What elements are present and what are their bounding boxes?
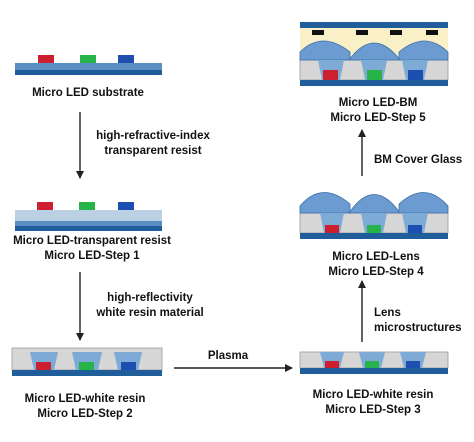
substrate-base-layer [15,226,162,231]
green-led-chip [365,361,379,368]
substrate-base-layer [300,80,448,86]
blue-led-chip [121,362,136,370]
green-led-chip [79,202,95,210]
black-matrix [356,30,368,35]
step2-title: Micro LED-white resin [24,393,146,405]
lens-dome [398,40,449,61]
blue-led-chip [118,55,134,63]
red-led-chip [325,361,339,368]
red-led-chip [38,55,54,63]
red-led-chip [36,362,51,370]
step5-subtitle: Micro LED-Step 5 [330,112,426,124]
step2-subtitle: Micro LED-Step 2 [37,408,133,420]
green-led-chip [80,55,96,63]
substrate-base-layer [15,70,162,75]
arrow1-label-line1: high-refractive-index [96,130,210,142]
black-matrix [312,30,324,35]
arrow2-label-line2: white resin material [96,307,204,319]
step5-title: Micro LED-BM [338,97,418,109]
substrate-base-layer [300,368,448,374]
black-matrix [390,30,402,35]
step3-structure [299,351,449,374]
step4-structure [299,192,449,239]
blue-led-chip [406,361,420,368]
blue-led-chip [408,225,422,233]
blue-led-chip [408,70,423,80]
green-led-chip [367,225,381,233]
lens-dome [348,194,401,214]
resist-layer [15,210,162,222]
step4-title: Micro LED-Lens [332,251,420,263]
substrate-top-layer [15,63,162,71]
step2-structure [11,347,163,376]
step1-subtitle: Micro LED-Step 1 [44,250,140,262]
red-led-chip [37,202,53,210]
red-led-chip [323,70,338,80]
glass-top-edge [300,22,448,28]
lens-dome [299,40,351,61]
green-led-chip [79,362,94,370]
arrow5-label: BM Cover Glass [374,154,463,166]
lens-dome [398,192,449,214]
substrate-base-layer [12,370,162,376]
substrate-structure [15,55,162,75]
arrow4-label-line2: microstructures [374,322,462,334]
step4-subtitle: Micro LED-Step 4 [328,266,424,278]
step3-title: Micro LED-white resin [312,389,434,401]
substrate-label: Micro LED substrate [32,87,144,99]
step1-title: Micro LED-transparent resist [13,235,171,247]
step5-structure [299,22,449,86]
arrow2-label-line1: high-reflectivity [107,292,193,304]
step3-subtitle: Micro LED-Step 3 [325,404,421,416]
arrow4-label-line1: Lens [374,307,401,319]
blue-led-chip [118,202,134,210]
substrate-top-layer [15,221,162,227]
black-matrix [426,30,438,35]
green-led-chip [367,70,382,80]
arrow1-label-line2: transparent resist [104,145,202,157]
step1-structure [15,202,162,231]
arrow3-label: Plasma [207,350,249,362]
substrate-base-layer [300,233,448,239]
red-led-chip [325,225,339,233]
lens-dome [299,192,351,214]
